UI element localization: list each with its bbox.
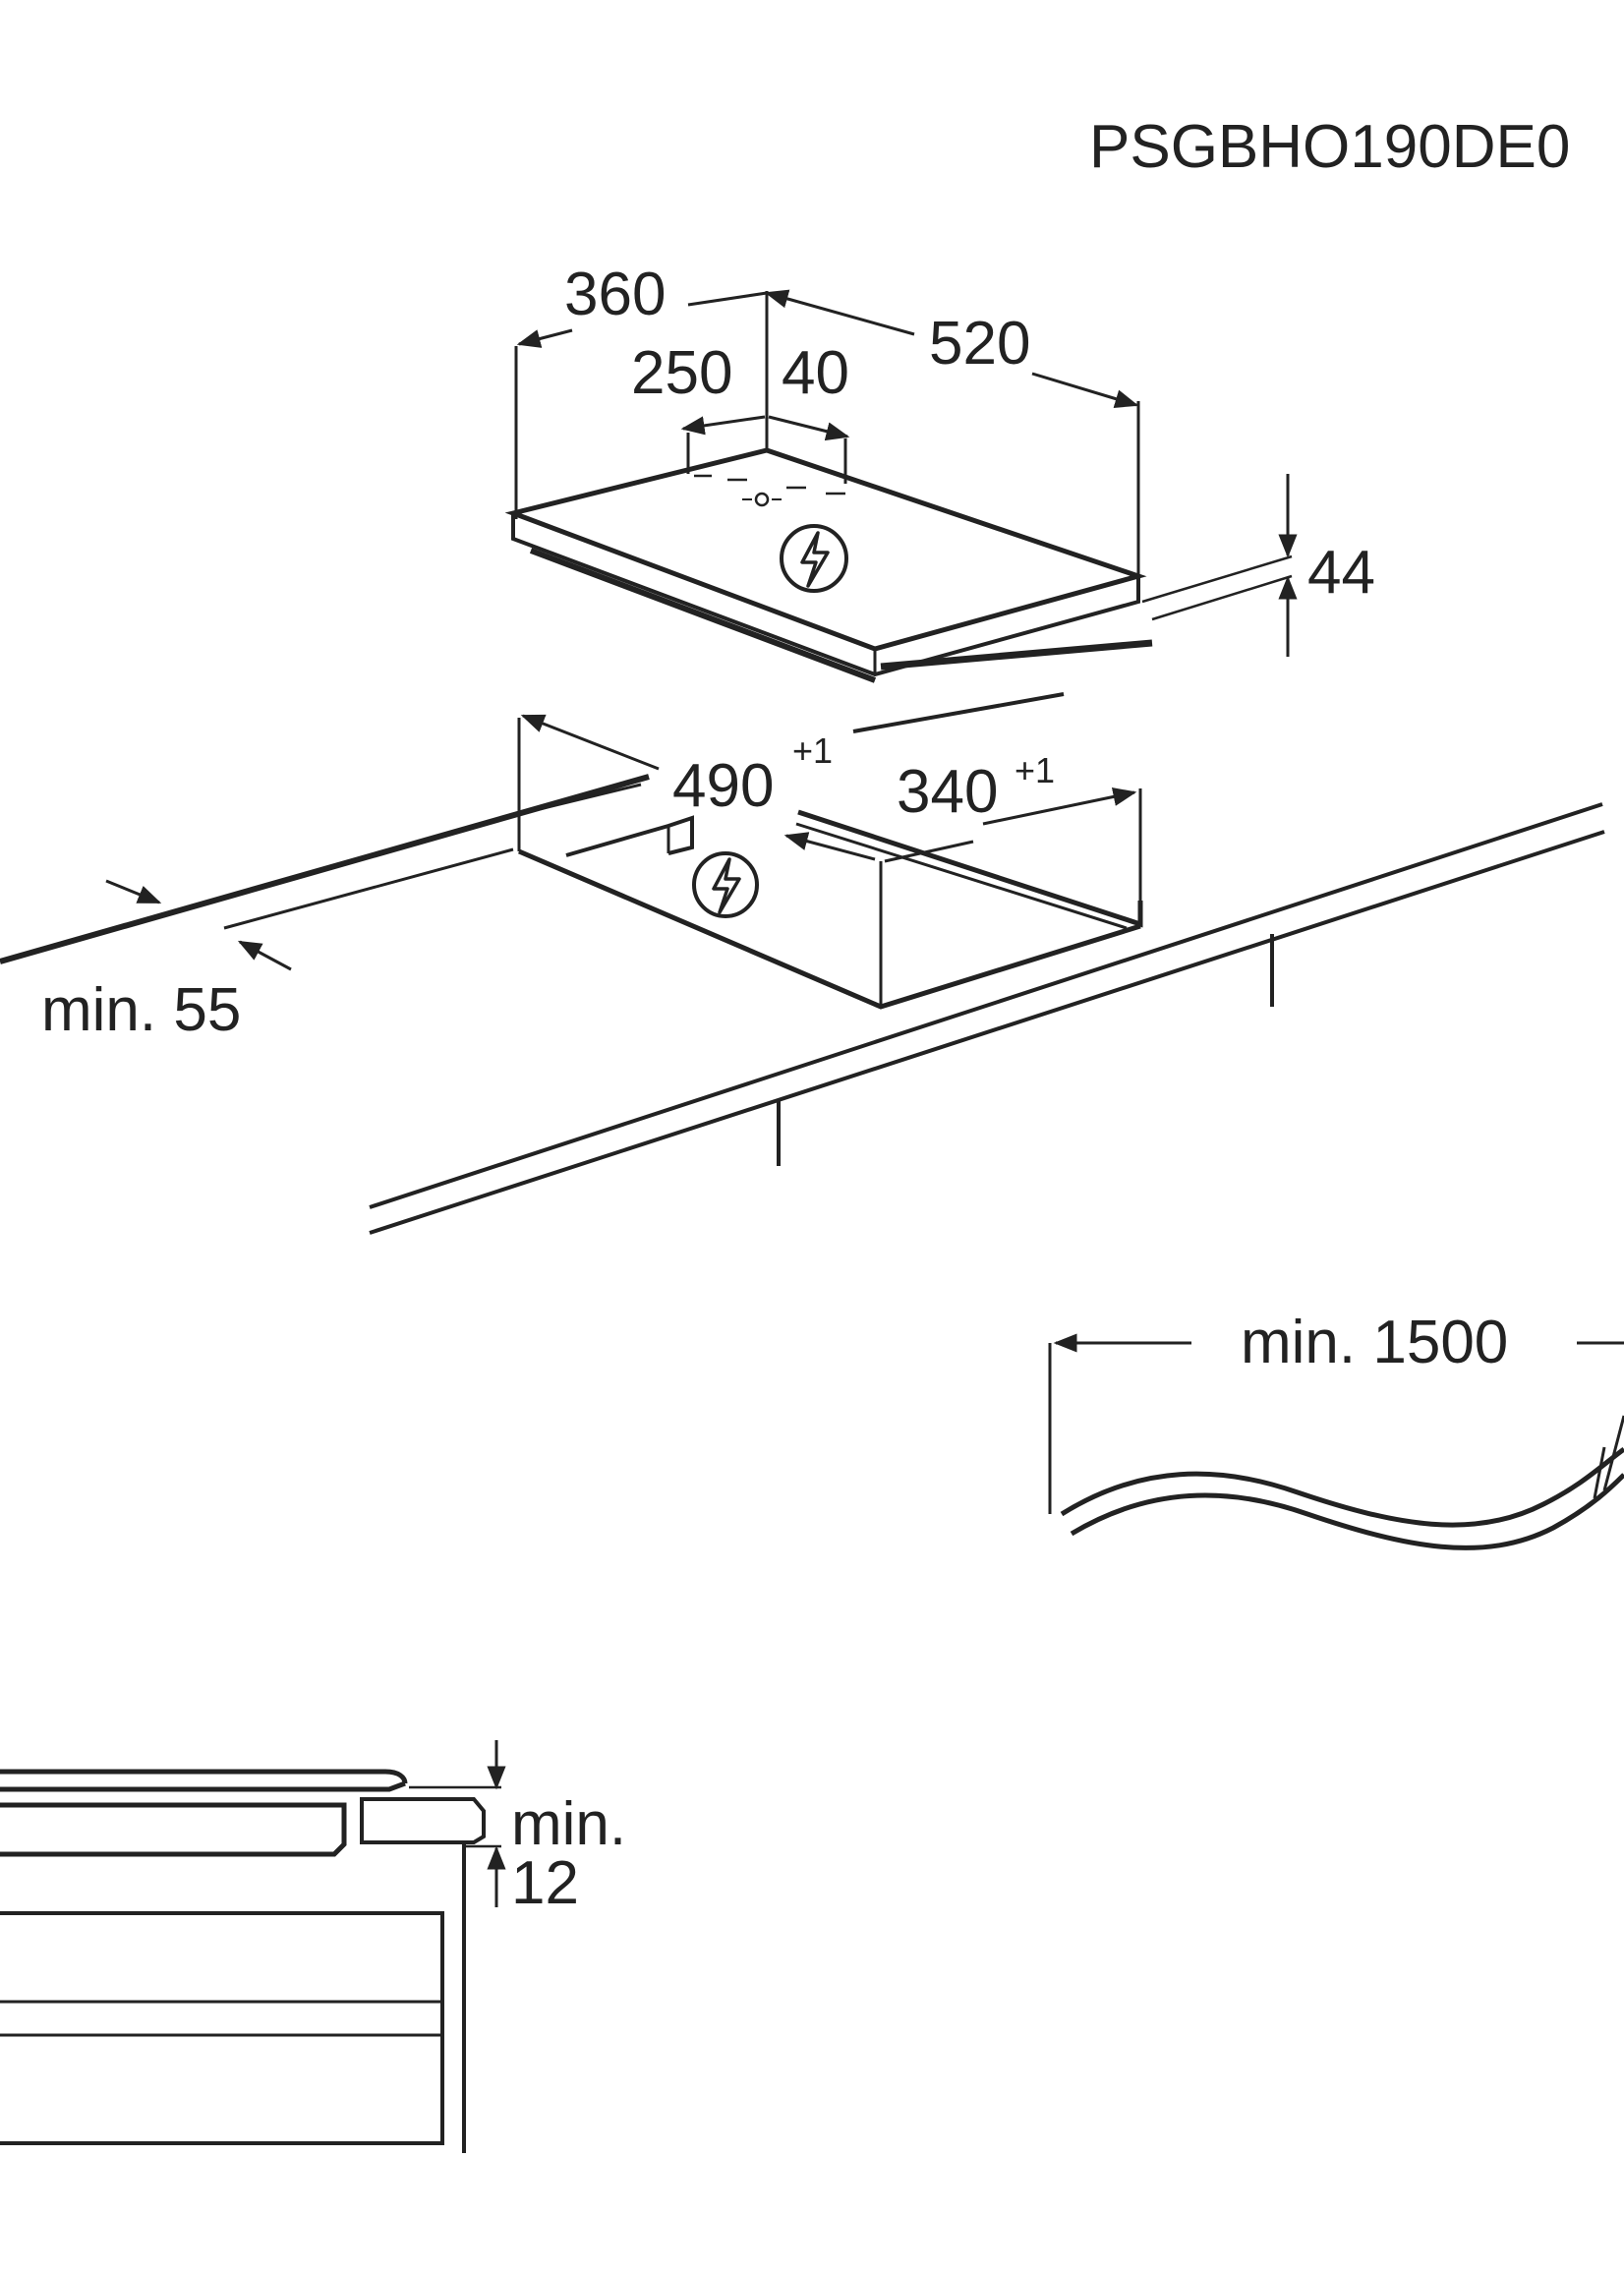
hob-height-label: 44: [1307, 539, 1375, 607]
cable-drawing: [1048, 1333, 1624, 1550]
cutout-depth-tolerance: +1: [1015, 750, 1055, 790]
min-gap-value: 12: [511, 1849, 579, 1917]
cutout-depth-label: 340: [897, 758, 998, 826]
cutout-dimension-lines: [105, 714, 1137, 971]
hob-dimension-lines: [514, 289, 1298, 657]
min-gap-label: min.: [511, 1790, 626, 1858]
hob-unit: [504, 447, 1153, 683]
min-cable-length-label: min. 1500: [1241, 1309, 1508, 1376]
document-code: PSGBHO190DE0: [1089, 113, 1570, 181]
cutout-width-tolerance: +1: [792, 730, 833, 771]
electric-hazard-icon: [692, 851, 759, 918]
cutout: [517, 718, 1143, 1010]
hob-offset-left-label: 250: [631, 339, 732, 407]
cutout-width-label: 490: [672, 752, 774, 820]
hob-width-label: 520: [929, 310, 1030, 378]
hob-offset-right-label: 40: [782, 339, 849, 407]
electric-hazard-icon: [780, 524, 848, 593]
hob-depth-label: 360: [564, 261, 666, 328]
min-edge-distance-label: min. 55: [41, 976, 241, 1044]
side-section: [0, 1740, 506, 2153]
worktop: [0, 692, 1605, 1235]
